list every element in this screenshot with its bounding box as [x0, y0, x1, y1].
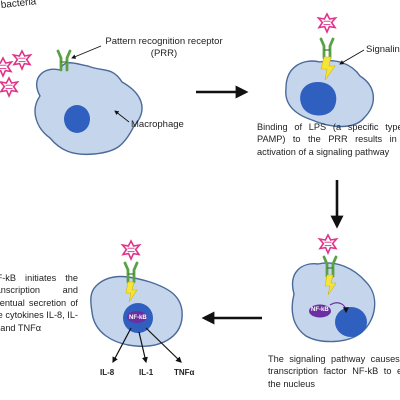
prr-label: Pattern recognition receptor (PRR): [105, 36, 223, 60]
il1-arrow: [138, 331, 148, 364]
signal-bolt: [320, 56, 336, 81]
step3-caption: NF-kB initiates the transcription and ev…: [0, 273, 78, 333]
tnf-arrow: [145, 327, 182, 363]
nfkb-label-secretion: NF-kB: [129, 315, 147, 321]
macrophage-label: Macrophage: [131, 119, 184, 130]
nfkb-label-translocation: NF-kB: [311, 307, 329, 313]
step1-caption: Binding of LPS (a specific type of PAMP)…: [257, 122, 400, 157]
nucleus: [335, 307, 367, 337]
prr-pointer: [71, 45, 102, 59]
macrophage-pointer: [114, 110, 130, 123]
cytokine-il8: IL-8: [100, 368, 115, 377]
nfkb-entry-arrow: [329, 302, 349, 314]
macrophage-nfkb-translocation: [291, 234, 376, 343]
macrophage-signaling: [285, 13, 374, 128]
macrophage-secretion: [90, 240, 183, 364]
bacterium-1: [12, 50, 32, 70]
step2-caption: The signaling pathway causes the transcr…: [268, 354, 400, 389]
nfkb-blob: [127, 311, 147, 323]
cytokine-tnf: TNFα: [174, 368, 195, 377]
bacterium-3: [0, 77, 19, 97]
signaling-label: Signalin: [366, 44, 400, 55]
nfkb-blob: [309, 304, 331, 318]
cytokine-il1: IL-1: [139, 368, 154, 377]
nucleus: [64, 105, 90, 133]
signaling-pointer: [339, 49, 365, 65]
il8-arrow: [112, 327, 132, 364]
bacterium-2: [0, 57, 13, 77]
macrophage-resting: [34, 49, 143, 156]
